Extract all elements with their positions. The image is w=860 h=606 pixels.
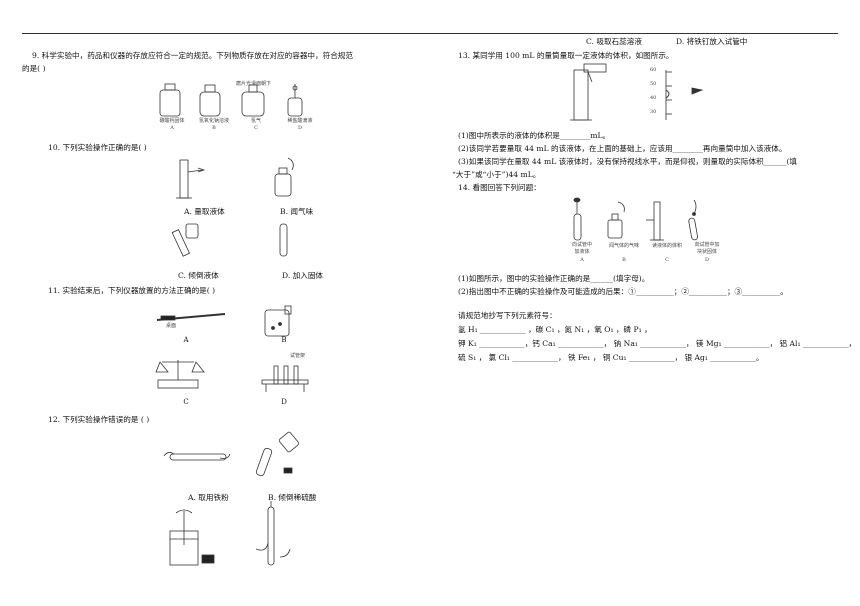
q11-letter-b: B bbox=[281, 336, 287, 344]
q14-part1: (1)如图所示，图中的实验操作正确的是______(填字母)。 bbox=[458, 274, 650, 283]
q13-stem: 13. 某同学用 100 mL 的量筒量取一定液体的体积，如图所示。 bbox=[458, 51, 674, 60]
q11-desk-label: 桌面 bbox=[166, 323, 177, 329]
q13-cylinder-figure bbox=[570, 63, 704, 121]
symbols-row2: 钾 K₁ ____________，钙 Ca₁ ____________， 钠 … bbox=[458, 339, 857, 348]
q14-label-d: 向试管中加 块状固体 bbox=[694, 242, 720, 255]
q14-label-a: 向试管中 加液体 bbox=[571, 242, 592, 255]
q10-option-d: D. 加入固体 bbox=[282, 271, 324, 280]
q11-figure-ab bbox=[156, 305, 292, 337]
q14-stem: 14. 看图回答下列问题： bbox=[458, 183, 541, 192]
q9-label-b: 氢氧化钠溶液 bbox=[198, 118, 229, 124]
q12-figure-cd bbox=[169, 501, 291, 566]
q11-figure-cd bbox=[155, 360, 309, 392]
q13-tick-60: 60 bbox=[650, 67, 657, 73]
q14-part2: (2)指出图中不正确的实验操作及可能造成的后果：①__________；②___… bbox=[458, 287, 788, 296]
q10-figure-ab bbox=[176, 157, 294, 199]
header-rule bbox=[22, 33, 838, 34]
q13-part3-line1: (3)如果该同学在量取 44 mL 该液体时，没有保持视线水平，而是仰视，则量取… bbox=[458, 157, 798, 166]
q9-stem-line1: 9. 科学实验中，药品和仪器的存放应符合一定的规范。下列物质存放在对应的容器中，… bbox=[32, 51, 353, 60]
q13-tick-30: 30 bbox=[650, 109, 657, 115]
q14-figure bbox=[573, 197, 698, 241]
q9-letter-b: B bbox=[212, 125, 216, 131]
q13-part2: (2)该同学若要量取 44 mL 的该液体，在上面的基础上，应该用_______… bbox=[458, 144, 787, 153]
q9-stem-line2: 的是( ) bbox=[22, 64, 46, 73]
q10-option-c: C. 倾倒液体 bbox=[178, 271, 219, 280]
q13-tick-40: 40 bbox=[650, 95, 657, 101]
q12-option-a: A. 取用铁粉 bbox=[188, 493, 229, 502]
q9-top-note: 磨片光滑面朝下 bbox=[236, 81, 272, 87]
q14-letter-d: D bbox=[704, 257, 709, 263]
q11-letter-c: C bbox=[183, 398, 189, 406]
q11-stem: 11. 实验结束后，下列仪器放置的方法正确的是( ) bbox=[48, 286, 216, 295]
symbols-title: 请规范地抄写下列元素符号： bbox=[458, 311, 557, 320]
q10-stem: 10. 下列实验操作正确的是( ) bbox=[48, 143, 147, 152]
q13-part3-line2: “大于”或“小于”)44 mL。 bbox=[452, 170, 541, 179]
q9-bottles-figure bbox=[159, 83, 303, 117]
q11-letter-d: D bbox=[281, 398, 287, 406]
q12-figure-ab bbox=[163, 431, 300, 477]
q9-label-c: 氢气 bbox=[250, 118, 261, 124]
q10-option-b: B. 闻气味 bbox=[280, 207, 314, 216]
symbols-row3: 硫 S₁ ， 氯 Cl₁ ____________， 铁 Fe₁ ， 铜 Cu₁… bbox=[458, 353, 764, 362]
q12-stem: 12. 下列实验操作错误的是 ( ) bbox=[48, 415, 150, 424]
q11-rack-label: 试管架 bbox=[290, 353, 306, 359]
q9-letter-c: C bbox=[254, 125, 258, 131]
symbols-row1: 氢 H₁ ____________ ，碳 C₁ ，氮 N₁ ，氧 O₁ ，磷 P… bbox=[458, 325, 652, 334]
q11-letter-a: A bbox=[183, 336, 189, 344]
q9-label-d: 稀盐酸滴液 bbox=[287, 118, 313, 124]
q10-option-a: A. 量取液体 bbox=[184, 207, 225, 216]
q9-letter-d: D bbox=[297, 125, 302, 131]
q14-label-b: 闻气体的气味 bbox=[608, 243, 639, 249]
q9-letter-a: A bbox=[170, 125, 174, 131]
q13-part1: (1)图中所表示的液体的体积是________mL。 bbox=[458, 131, 611, 140]
q14-letter-c: C bbox=[665, 257, 669, 263]
q9-label-a: 碳酸钙固体 bbox=[159, 118, 185, 124]
prev-option-c: C. 吸取石蕊溶液 bbox=[586, 37, 642, 46]
q12-option-b: B. 倾倒稀硫酸 bbox=[268, 493, 317, 502]
prev-option-d: D. 将铁钉放入试管中 bbox=[676, 37, 748, 46]
q13-tick-50: 50 bbox=[650, 81, 657, 87]
q14-label-c: 读液体的体积 bbox=[651, 243, 682, 249]
q14-letter-b: B bbox=[622, 257, 626, 263]
q14-letter-a: A bbox=[580, 257, 584, 263]
q10-figure-cd bbox=[171, 223, 288, 257]
